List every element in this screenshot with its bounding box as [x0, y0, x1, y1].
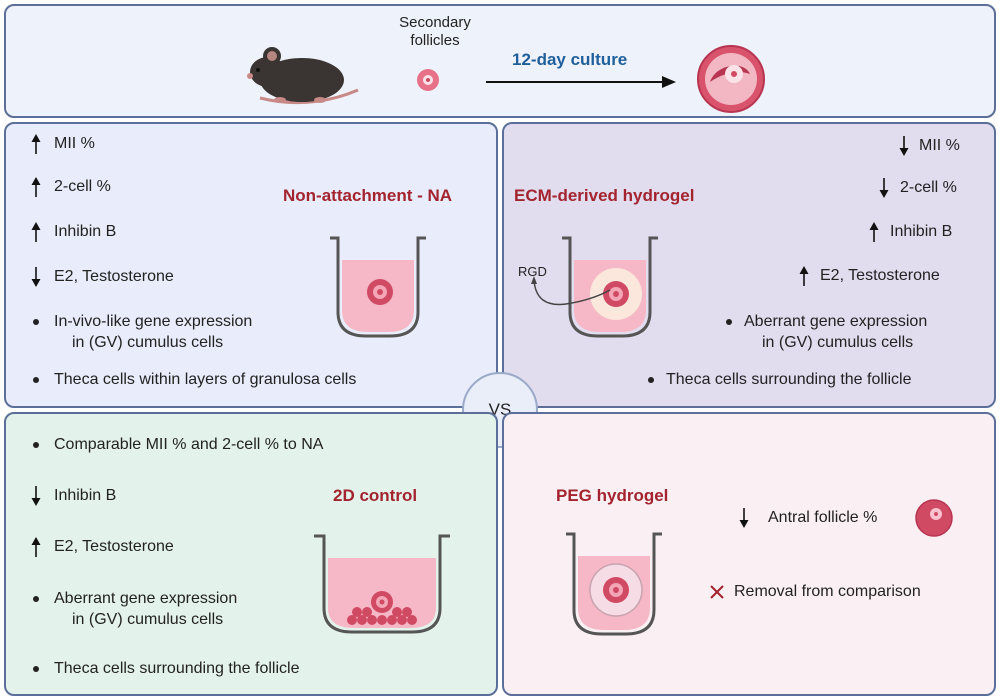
rgd-label: RGD: [518, 264, 547, 279]
secondary-follicle-icon: [417, 69, 439, 91]
ecm-bullet-theca: Theca cells surrounding the follicle: [666, 371, 912, 388]
na-item-2cell: 2-cell %: [54, 178, 111, 195]
follicle-label: Secondary follicles: [399, 14, 471, 49]
twod-item-inhibin: Inhibin B: [54, 487, 117, 504]
arrow-up-icon: [799, 266, 809, 286]
na-bullet-gene-2: in (GV) cumulus cells: [72, 334, 224, 351]
header-panel: [4, 4, 996, 118]
bullet-icon: [648, 377, 654, 383]
arrow-up-icon: [31, 177, 41, 197]
twod-bullet-gene-2: in (GV) cumulus cells: [72, 611, 224, 628]
rgd-pointer-icon: [531, 276, 611, 306]
na-bullet-gene: In-vivo-like gene expression: [54, 313, 253, 330]
arrow-down-icon: [739, 508, 749, 528]
close-icon: [710, 585, 724, 599]
culture-well-icon: [566, 532, 662, 636]
bullet-icon: [33, 319, 39, 325]
twod-bullet-theca: Theca cells surrounding the follicle: [54, 660, 300, 677]
mouse-icon: [247, 47, 359, 105]
arrow-up-icon: [869, 222, 879, 242]
bullet-icon: [726, 319, 732, 325]
ecm-bullet-gene: Aberrant gene expression: [744, 313, 928, 330]
bullet-icon: [33, 442, 39, 448]
culture-label: 12-day culture: [512, 50, 628, 69]
panel-peg-hydrogel: [502, 412, 996, 696]
ecm-title: ECM-derived hydrogel: [514, 186, 695, 205]
antral-follicle-icon: [915, 499, 953, 537]
arrow-up-icon: [31, 134, 41, 154]
panel-ecm-hydrogel: [502, 122, 996, 408]
na-item-inhibin: Inhibin B: [54, 223, 117, 240]
culture-well-icon: [330, 236, 426, 338]
arrow-down-icon: [31, 486, 41, 506]
na-title: Non-attachment - NA: [283, 186, 453, 205]
arrow-up-icon: [31, 222, 41, 242]
twod-title: 2D control: [333, 486, 418, 505]
panel-2d-control: [4, 412, 498, 696]
arrow-down-icon: [31, 267, 41, 287]
ecm-item-2cell: 2-cell %: [900, 179, 957, 196]
ecm-item-inhibin: Inhibin B: [890, 223, 953, 240]
na-item-mii: MII %: [54, 135, 95, 152]
twod-bullet-gene: Aberrant gene expression: [54, 590, 238, 607]
panel-non-attachment: [4, 122, 498, 408]
bullet-icon: [33, 377, 39, 383]
peg-title: PEG hydrogel: [556, 486, 669, 505]
arrow-right-icon: [486, 76, 676, 88]
peg-removal: Removal from comparison: [734, 583, 921, 600]
ecm-item-mii: MII %: [919, 137, 960, 154]
bullet-icon: [33, 666, 39, 672]
peg-antral: Antral follicle %: [768, 509, 878, 526]
twod-bullet-comparable: Comparable MII % and 2-cell % to NA: [54, 436, 324, 453]
culture-well-icon: [314, 534, 450, 634]
twod-item-e2: E2, Testosterone: [54, 538, 174, 555]
arrow-down-icon: [879, 178, 889, 198]
na-bullet-theca: Theca cells within layers of granulosa c…: [54, 371, 357, 388]
na-item-e2: E2, Testosterone: [54, 268, 174, 285]
bullet-icon: [33, 596, 39, 602]
antral-follicle-icon: [697, 45, 765, 113]
ecm-bullet-gene-2: in (GV) cumulus cells: [762, 334, 914, 351]
arrow-up-icon: [31, 537, 41, 557]
culture-well-icon: [562, 236, 658, 338]
ecm-item-e2: E2, Testosterone: [820, 267, 940, 284]
arrow-down-icon: [899, 136, 909, 156]
